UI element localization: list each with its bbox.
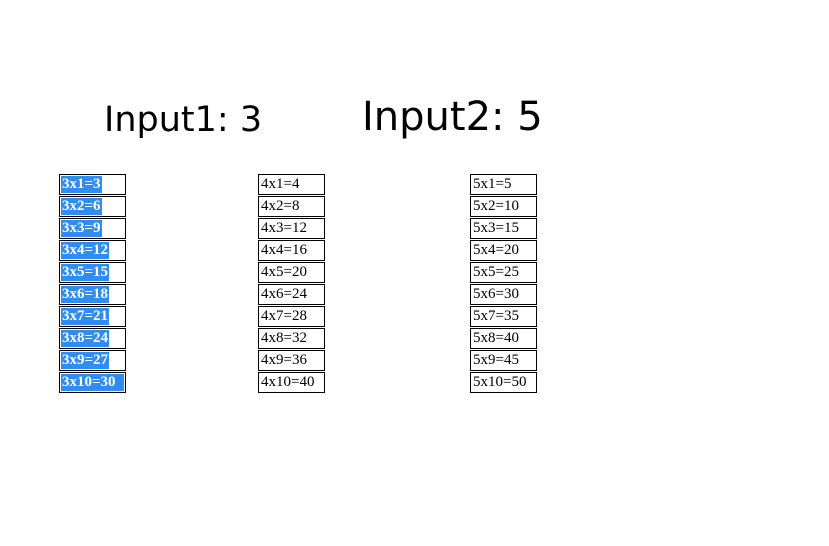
multiplication-table-column-2: 4x1=4 4x2=8 4x3=12 4x4=16 4x5=20 4x6=24 4x7=28… <box>258 174 325 394</box>
list-item-label: 4x6=24 <box>261 286 307 302</box>
list-item[interactable]: 5x8=40 <box>470 328 537 349</box>
list-item[interactable]: 3x1=3 <box>59 174 126 195</box>
list-item-inner: 4x4=16 <box>259 241 324 260</box>
list-item-label: 5x7=35 <box>473 308 519 324</box>
list-item-label: 5x6=30 <box>473 286 519 302</box>
list-item-inner: 5x3=15 <box>471 219 536 238</box>
list-item[interactable]: 4x3=12 <box>258 218 325 239</box>
list-item-label: 4x1=4 <box>261 176 300 192</box>
list-item-label: 4x2=8 <box>261 198 300 214</box>
list-item-label: 3x1=3 <box>61 176 102 193</box>
list-item[interactable]: 5x1=5 <box>470 174 537 195</box>
list-item-label: 3x10=30 <box>61 374 117 391</box>
list-item[interactable]: 5x9=45 <box>470 350 537 371</box>
list-item[interactable]: 3x9=27 <box>59 350 126 371</box>
list-item-inner: 5x4=20 <box>471 241 536 260</box>
list-item-inner: 3x3=9 <box>60 219 125 238</box>
list-item[interactable]: 3x3=9 <box>59 218 126 239</box>
list-item-inner: 4x9=36 <box>259 351 324 370</box>
list-item[interactable]: 3x8=24 <box>59 328 126 349</box>
list-item-label: 5x3=15 <box>473 220 519 236</box>
list-item[interactable]: 3x6=18 <box>59 284 126 305</box>
list-item[interactable]: 5x3=15 <box>470 218 537 239</box>
list-item-label: 3x9=27 <box>61 352 110 369</box>
list-item-inner: 4x7=28 <box>259 307 324 326</box>
list-item-inner: 3x4=12 <box>60 241 125 260</box>
list-item[interactable]: 5x10=50 <box>470 372 537 393</box>
list-item-inner: 5x10=50 <box>471 373 536 392</box>
list-item-inner: 3x9=27 <box>60 351 125 370</box>
list-item-label: 4x10=40 <box>261 374 315 390</box>
multiplication-table-column-3: 5x1=5 5x2=10 5x3=15 5x4=20 5x5=25 5x6=30 5x7=3… <box>470 174 537 394</box>
list-item-inner: 3x2=6 <box>60 197 125 216</box>
list-item[interactable]: 4x4=16 <box>258 240 325 261</box>
list-item[interactable]: 4x8=32 <box>258 328 325 349</box>
list-item[interactable]: 3x4=12 <box>59 240 126 261</box>
list-item-inner: 5x1=5 <box>471 175 536 194</box>
list-item[interactable]: 4x6=24 <box>258 284 325 305</box>
list-item-label: 3x3=9 <box>61 220 102 237</box>
list-item[interactable]: 3x2=6 <box>59 196 126 217</box>
list-item-inner: 4x8=32 <box>259 329 324 348</box>
list-item[interactable]: 3x10=30 <box>59 372 126 393</box>
list-item[interactable]: 4x1=4 <box>258 174 325 195</box>
list-item-label: 5x10=50 <box>473 374 527 390</box>
list-item-label: 3x7=21 <box>61 308 110 325</box>
list-item-inner: 3x8=24 <box>60 329 125 348</box>
list-item-inner: 3x7=21 <box>60 307 125 326</box>
list-item-label: 5x4=20 <box>473 242 519 258</box>
list-item[interactable]: 4x2=8 <box>258 196 325 217</box>
list-item-label: 3x4=12 <box>61 242 110 259</box>
list-item[interactable]: 4x10=40 <box>258 372 325 393</box>
list-item-label: 4x4=16 <box>261 242 307 258</box>
list-item-label: 4x8=32 <box>261 330 307 346</box>
list-item-inner: 3x5=15 <box>60 263 125 282</box>
list-item[interactable]: 4x5=20 <box>258 262 325 283</box>
list-item-inner: 4x1=4 <box>259 175 324 194</box>
list-item[interactable]: 5x7=35 <box>470 306 537 327</box>
list-item-label: 3x5=15 <box>61 264 110 281</box>
list-item-label: 4x9=36 <box>261 352 307 368</box>
input2-heading: Input2: 5 <box>362 94 543 140</box>
list-item-inner: 5x8=40 <box>471 329 536 348</box>
list-item-inner: 3x6=18 <box>60 285 125 304</box>
list-item[interactable]: 5x2=10 <box>470 196 537 217</box>
list-item[interactable]: 5x4=20 <box>470 240 537 261</box>
list-item-label: 3x2=6 <box>61 198 102 215</box>
list-item-label: 5x1=5 <box>473 176 512 192</box>
list-item-inner: 4x10=40 <box>259 373 324 392</box>
list-item-inner: 3x10=30 <box>60 373 125 392</box>
list-item-inner: 4x5=20 <box>259 263 324 282</box>
list-item-label: 5x8=40 <box>473 330 519 346</box>
list-item[interactable]: 5x5=25 <box>470 262 537 283</box>
list-item-inner: 4x3=12 <box>259 219 324 238</box>
list-item-inner: 5x5=25 <box>471 263 536 282</box>
list-item-label: 5x9=45 <box>473 352 519 368</box>
list-item-inner: 5x2=10 <box>471 197 536 216</box>
list-item[interactable]: 3x7=21 <box>59 306 126 327</box>
list-item[interactable]: 5x6=30 <box>470 284 537 305</box>
list-item-inner: 4x6=24 <box>259 285 324 304</box>
list-item[interactable]: 4x9=36 <box>258 350 325 371</box>
list-item-inner: 5x7=35 <box>471 307 536 326</box>
input1-heading: Input1: 3 <box>104 100 263 140</box>
list-item-label: 4x5=20 <box>261 264 307 280</box>
list-item[interactable]: 3x5=15 <box>59 262 126 283</box>
list-item-label: 5x2=10 <box>473 198 519 214</box>
list-item-label: 4x3=12 <box>261 220 307 236</box>
list-item-inner: 4x2=8 <box>259 197 324 216</box>
list-item[interactable]: 4x7=28 <box>258 306 325 327</box>
list-item-label: 5x5=25 <box>473 264 519 280</box>
list-item-label: 3x8=24 <box>61 330 110 347</box>
list-item-label: 4x7=28 <box>261 308 307 324</box>
list-item-inner: 3x1=3 <box>60 175 125 194</box>
multiplication-table-column-1: 3x1=3 3x2=6 3x3=9 3x4=12 3x5=15 3x6=18 3x7=21 3… <box>59 174 126 394</box>
list-item-label: 3x6=18 <box>61 286 110 303</box>
list-item-inner: 5x6=30 <box>471 285 536 304</box>
list-item-inner: 5x9=45 <box>471 351 536 370</box>
